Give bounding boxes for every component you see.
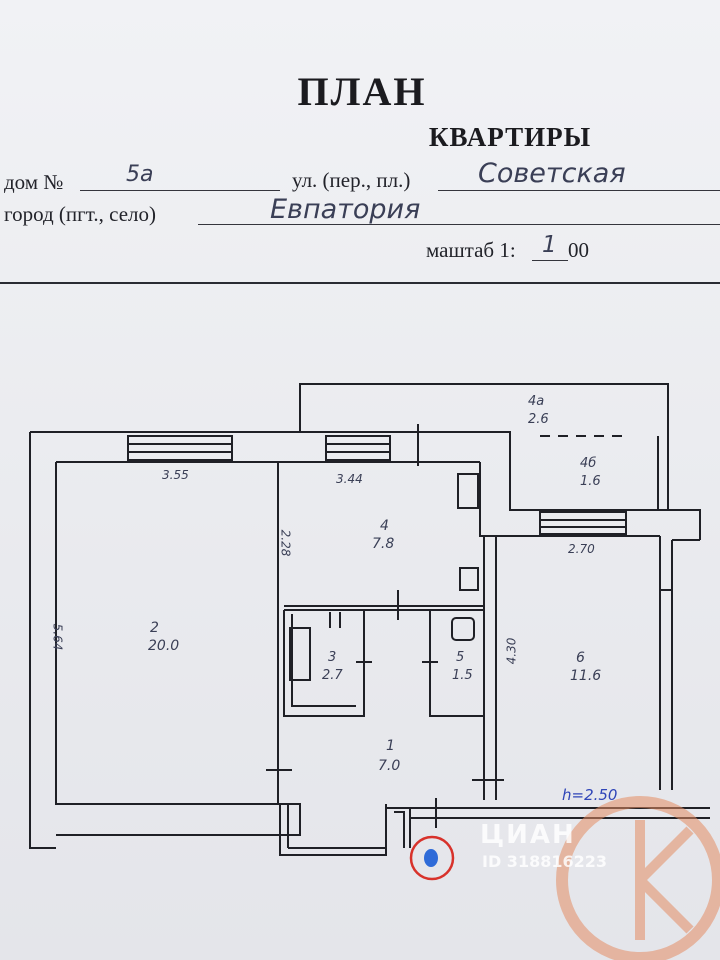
watermark-brand: ЦИАН xyxy=(480,820,576,850)
bathtub xyxy=(289,627,311,681)
dim-room6-width: 2.70 xyxy=(568,542,595,556)
city-label: город (пгт., село) xyxy=(4,202,156,226)
street-underline xyxy=(438,190,720,191)
city-underline xyxy=(198,224,720,225)
room-5-number: 5 xyxy=(456,650,465,665)
watermark-listing-id: ID 318816223 xyxy=(482,852,607,871)
dim-room4-width: 3.44 xyxy=(336,472,363,486)
dim-room4-depth: 2.28 xyxy=(278,529,293,557)
window-room2 xyxy=(127,435,233,461)
outer-wall-north-right xyxy=(410,431,701,540)
room-3-number: 3 xyxy=(328,650,337,665)
scale-underline xyxy=(532,260,568,261)
watermark-logo-k xyxy=(635,820,694,940)
room-2-area: 20.0 xyxy=(148,638,180,654)
house-label: дом № xyxy=(4,170,64,194)
scale-label: маштаб 1: xyxy=(426,238,516,262)
room-2-number: 2 xyxy=(150,620,159,636)
toilet-walls xyxy=(429,610,484,717)
red-circle-marker xyxy=(409,835,455,881)
room-6-area: 11.6 xyxy=(570,668,602,684)
window-room4 xyxy=(325,435,391,461)
room-5-area: 1.5 xyxy=(452,668,473,683)
toilet-fixture xyxy=(451,617,475,641)
room-4a-area: 2.6 xyxy=(528,412,549,427)
room-4-area: 7.8 xyxy=(372,536,395,552)
window-room6 xyxy=(539,511,627,535)
dim-room2-width: 3.55 xyxy=(162,468,189,482)
ceiling-height-note: h=2.50 xyxy=(562,786,618,804)
sink-fixture xyxy=(459,567,479,591)
loggia-outline xyxy=(299,383,669,432)
room-4b-number: 4б xyxy=(580,456,597,471)
entrance-opening xyxy=(279,804,387,856)
bathroom-walls xyxy=(283,610,365,717)
room-4a-number: 4а xyxy=(528,394,545,409)
document-subtitle: КВАРТИРЫ xyxy=(428,122,592,152)
inner-wall-west-south xyxy=(55,462,301,836)
watermark-logo-ring xyxy=(556,796,720,960)
room-1-area: 7.0 xyxy=(378,758,401,774)
header-separator xyxy=(0,282,720,284)
dim-room6-length: 4.30 xyxy=(504,637,519,665)
dim-room2-length: 5.64 xyxy=(50,623,65,651)
room-4-number: 4 xyxy=(380,518,389,534)
scale-hand-digit: 1 xyxy=(542,232,557,258)
stove-fixture xyxy=(457,473,479,509)
outer-wall-west xyxy=(29,432,56,849)
room-4b-area: 1.6 xyxy=(580,474,601,489)
document-title: ПЛАН xyxy=(297,69,427,114)
inner-wall-room4-east xyxy=(479,462,660,537)
blue-dot-marker xyxy=(424,849,438,867)
room-3-area: 2.7 xyxy=(322,668,343,683)
city-value: Евпатория xyxy=(270,194,421,225)
room-1-number: 1 xyxy=(386,738,395,754)
house-underline xyxy=(80,190,280,191)
street-label: ул. (пер., пл.) xyxy=(292,168,411,192)
scale-suffix: 00 xyxy=(568,238,589,262)
room-6-number: 6 xyxy=(576,650,585,666)
street-value: Советская xyxy=(478,158,626,189)
house-value: 5а xyxy=(126,162,154,187)
